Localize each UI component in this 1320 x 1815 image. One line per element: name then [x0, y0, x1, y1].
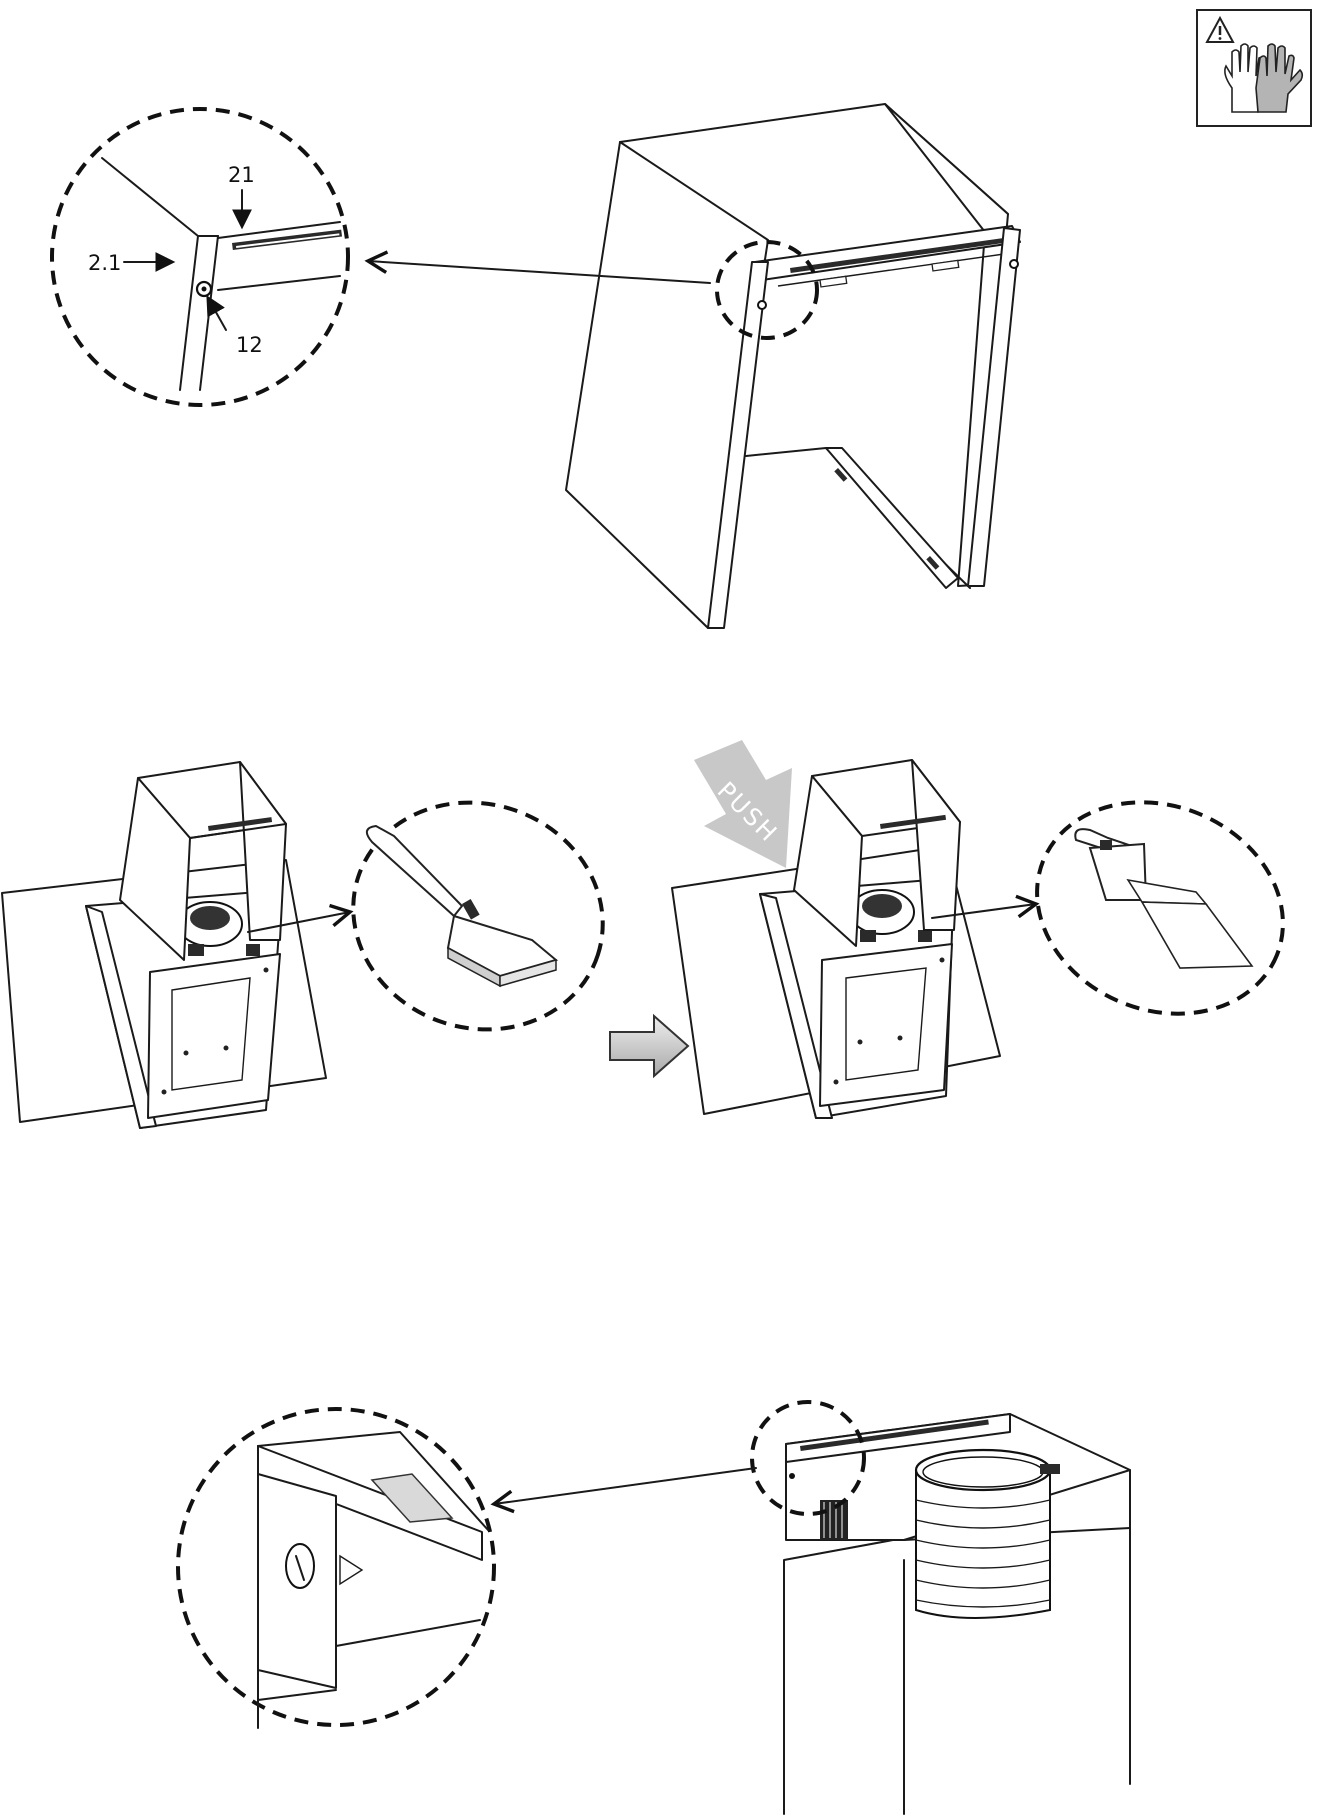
step1-hood-chimney: [368, 103, 1021, 629]
step3-hood-top: [494, 1400, 1131, 1815]
step2-latch-detail-after: [1035, 800, 1285, 1016]
warning-gloves-icon: [1196, 9, 1312, 127]
step1-detail-callout: 21 2.1 12: [50, 107, 350, 407]
push-arrow-icon: PUSH: [694, 740, 792, 868]
callout-label-2-1: 2.1: [88, 251, 121, 275]
next-step-arrow-icon: [609, 1013, 690, 1079]
duct-collar: [914, 1448, 1052, 1619]
detail-marker-small: [715, 240, 819, 340]
callout-label-12: 12: [236, 333, 263, 357]
step2-latch-detail-before: [351, 800, 605, 1032]
detail-marker-small-3: [750, 1400, 866, 1516]
step2-hood-after: [671, 759, 1036, 1119]
step2-hood-before: [1, 761, 350, 1129]
callout-label-21: 21: [228, 163, 255, 187]
vent-grille: [820, 1500, 848, 1540]
step3-detail-callout: [176, 1407, 496, 1729]
